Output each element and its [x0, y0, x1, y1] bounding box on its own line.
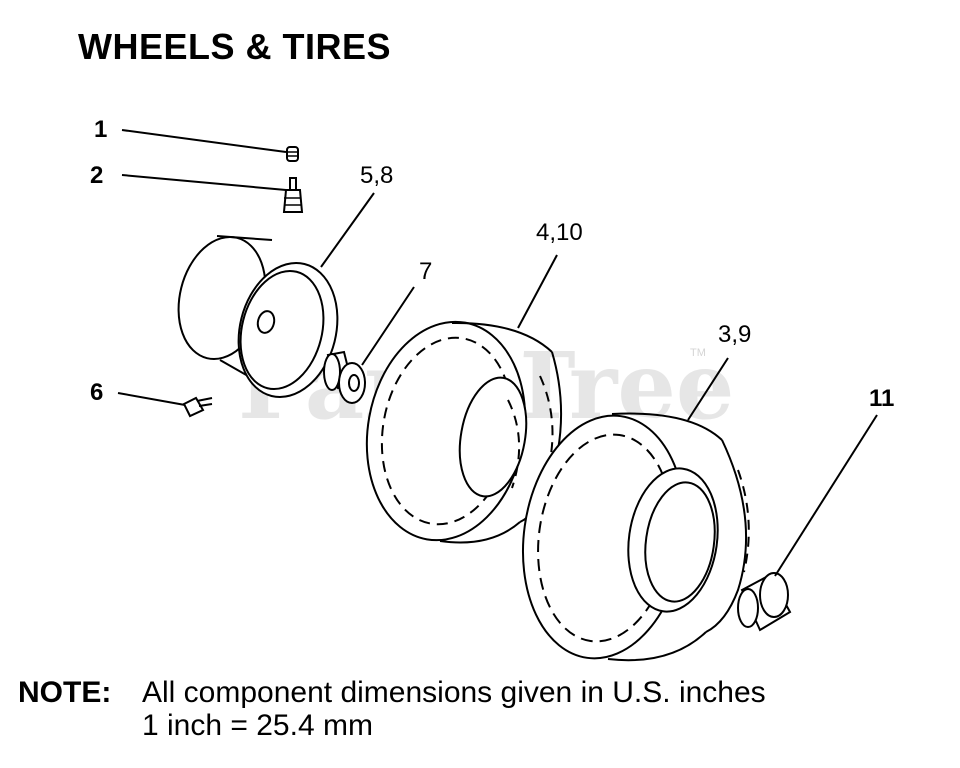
leader-line-6: [117, 392, 186, 406]
grease-fitting-part: [182, 396, 213, 418]
note-label: NOTE:: [18, 676, 112, 709]
callout-11: 11: [869, 385, 894, 412]
watermark-trademark: TM: [690, 347, 706, 359]
note-line-2: 1 inch = 25.4 mm: [142, 709, 373, 742]
wheel-rim-part: [177, 235, 339, 398]
callout-3-9: 3,9: [718, 321, 751, 348]
leader-line-1: [121, 129, 287, 153]
leader-line-3-9: [687, 357, 729, 421]
leader-line-11: [774, 414, 878, 577]
callout-5-8: 5,8: [360, 162, 393, 189]
page-title: WHEELS & TIRES: [78, 26, 392, 67]
callout-7: 7: [419, 258, 432, 285]
tire-large-part: [521, 412, 750, 662]
leader-line-5-8: [320, 192, 375, 268]
leader-line-2: [121, 174, 287, 191]
callout-6: 6: [90, 379, 103, 406]
leader-line-4-10: [517, 254, 558, 329]
callout-1: 1: [94, 116, 107, 143]
callout-2: 2: [90, 162, 103, 189]
note-line-1: All component dimensions given in U.S. i…: [142, 676, 766, 709]
bushing-part: [323, 350, 366, 404]
leader-line-7: [361, 286, 415, 366]
tire-cap-part: [737, 572, 792, 632]
note-text: All component dimensions given in U.S. i…: [142, 676, 766, 742]
valve-stem-part: [282, 177, 304, 213]
note-block: NOTE: All component dimensions given in …: [18, 676, 766, 742]
valve-cap-part: [286, 146, 299, 162]
callout-4-10: 4,10: [536, 219, 583, 246]
